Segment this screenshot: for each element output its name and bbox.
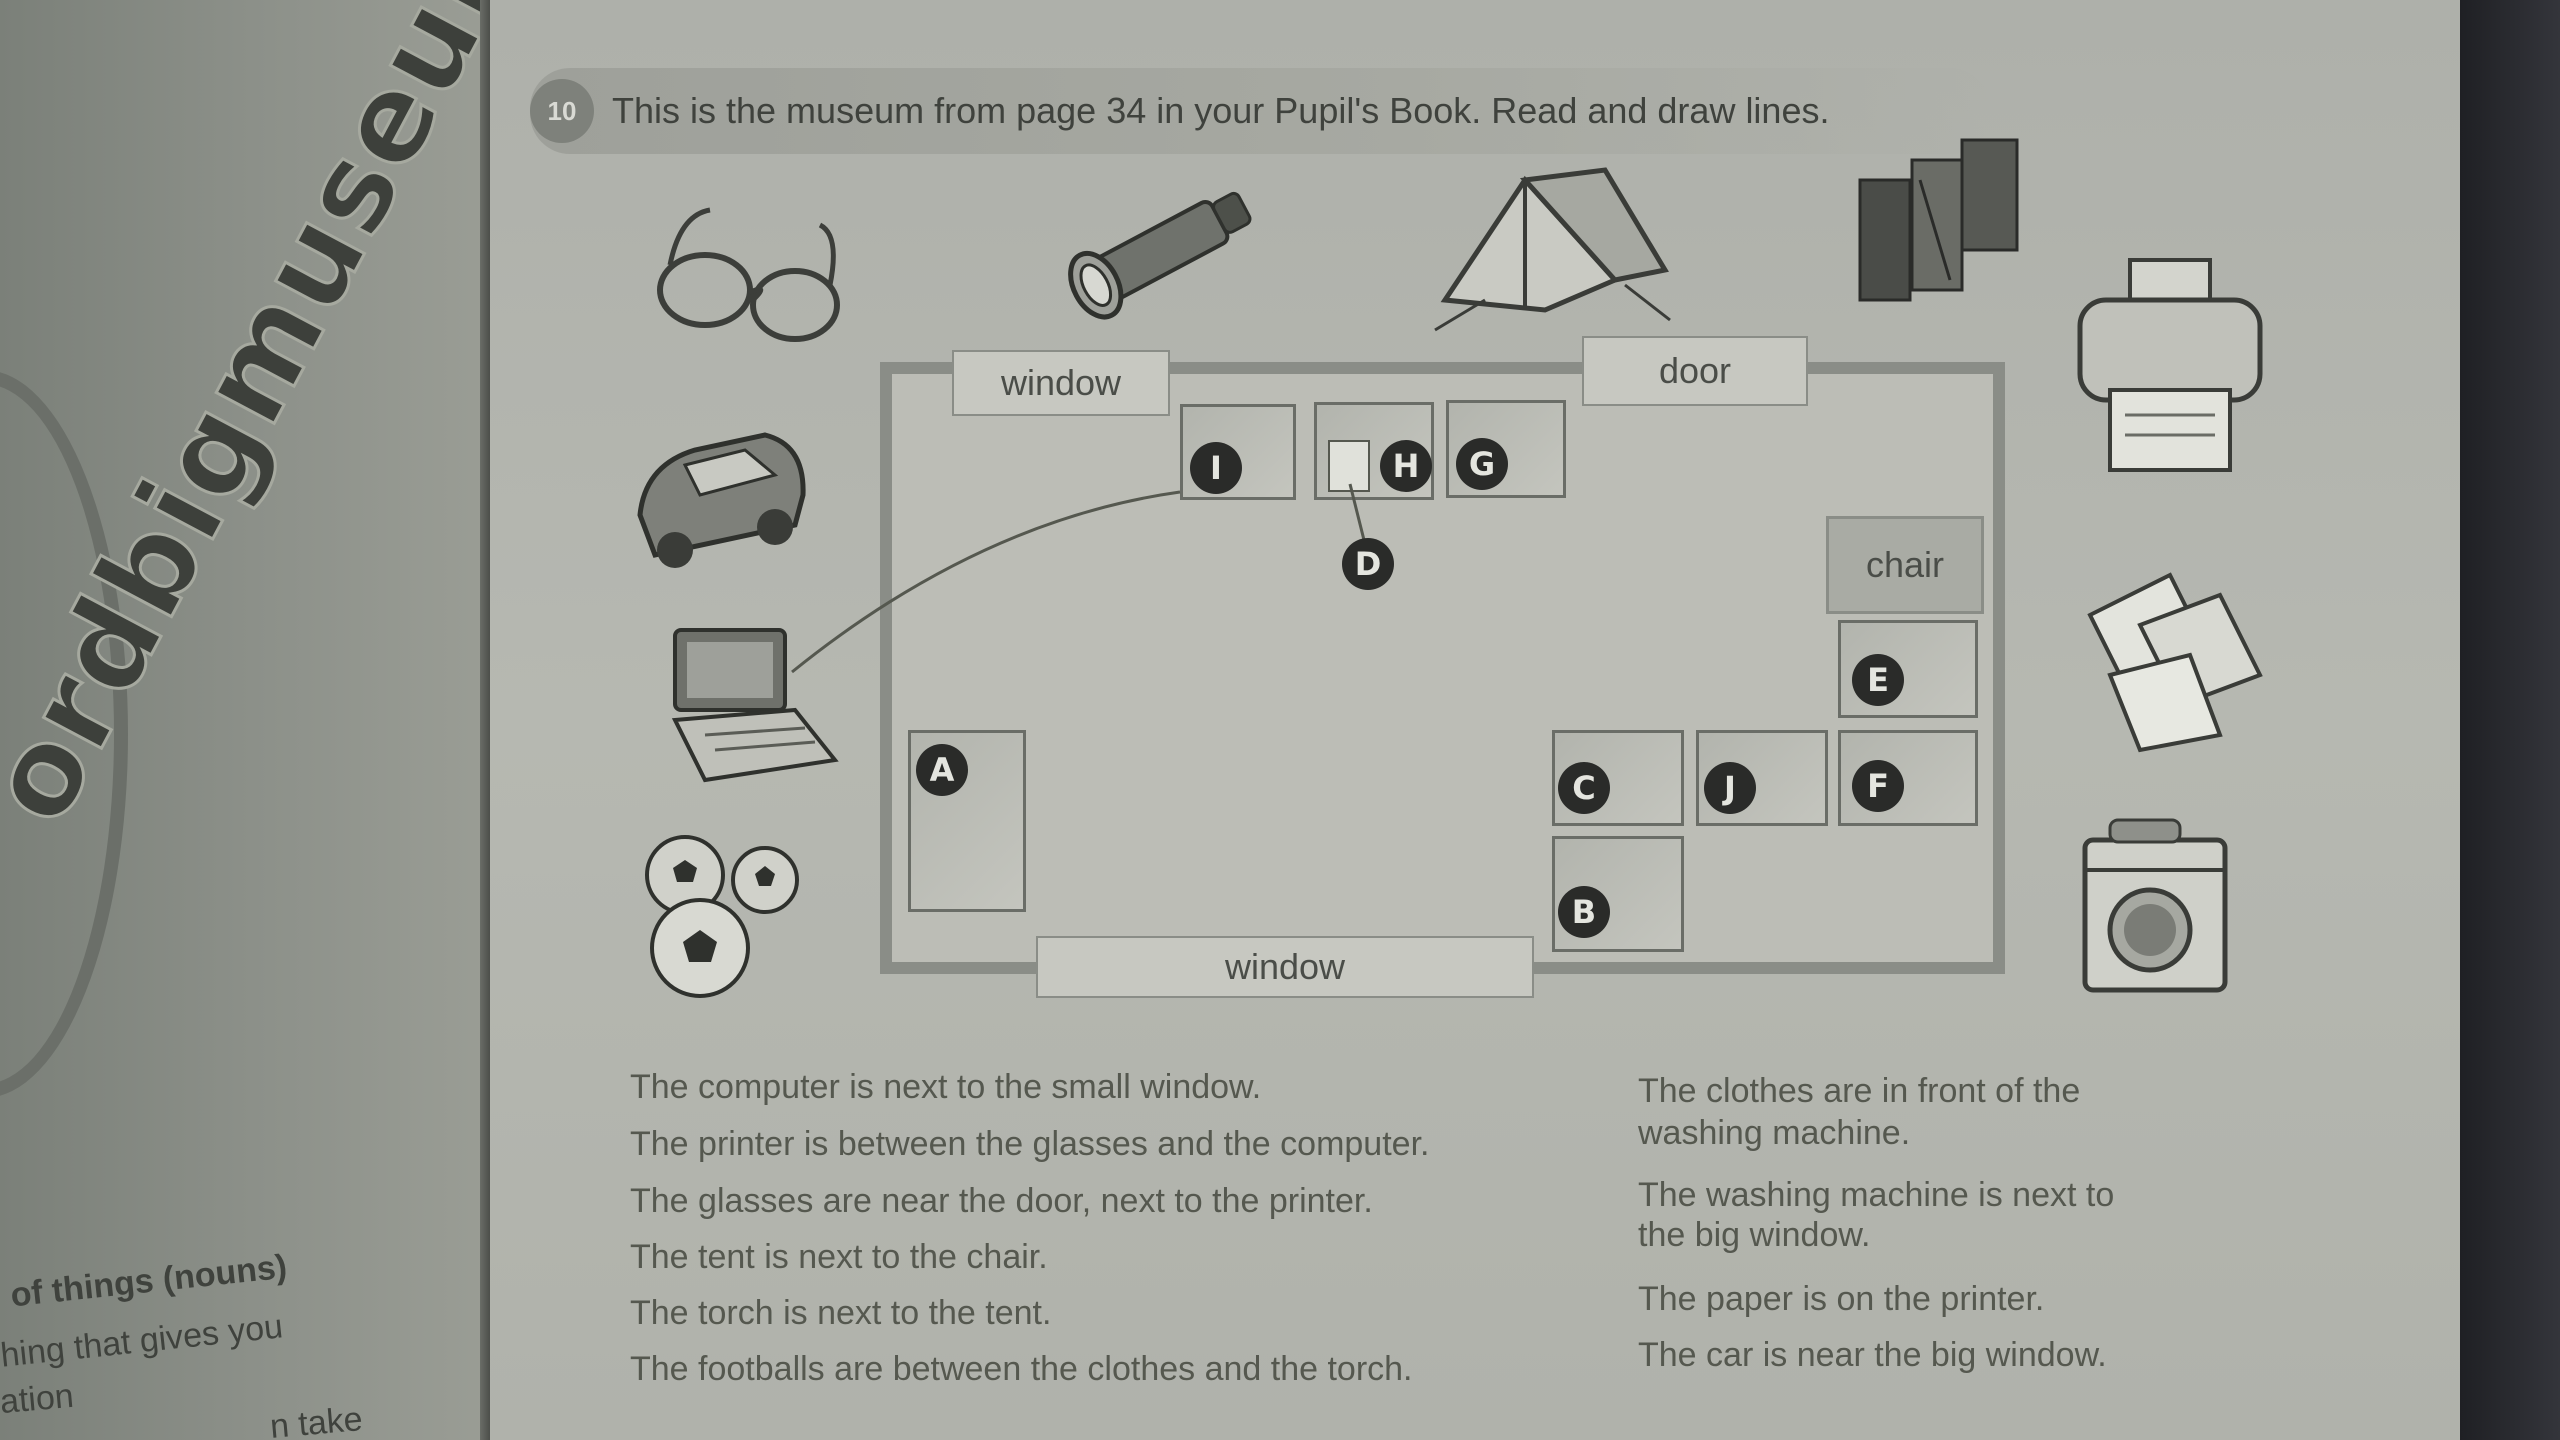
sentence-2: The printer is between the glasses and t…: [630, 1125, 1430, 1163]
letter-i: I: [1190, 442, 1242, 494]
sentence-3: The glasses are near the door, next to t…: [630, 1182, 1373, 1220]
sentence-4: The tent is next to the chair.: [630, 1238, 1048, 1276]
washing-machine-icon[interactable]: [2070, 815, 2240, 1000]
letter-e: E: [1852, 654, 1904, 706]
letter-j: J: [1704, 762, 1756, 814]
small-window-label: window: [952, 350, 1170, 416]
torch-icon[interactable]: [1055, 165, 1275, 325]
left-page: ordbigmuseum of things (nouns) hing that…: [0, 0, 490, 1440]
tent-icon[interactable]: [1425, 150, 1675, 340]
box-g[interactable]: [1446, 400, 1566, 498]
letter-h: H: [1380, 440, 1432, 492]
sentence-6: The footballs are between the clothes an…: [630, 1350, 1413, 1388]
sentence-8b: the big window.: [1638, 1216, 1871, 1254]
letter-b: B: [1558, 886, 1610, 938]
sentence-7b: washing machine.: [1638, 1114, 1911, 1152]
letter-c: C: [1558, 762, 1610, 814]
glasses-icon[interactable]: [650, 195, 850, 355]
sentence-10: The car is near the big window.: [1638, 1336, 2107, 1374]
instruction-bar: 10 This is the museum from page 34 in yo…: [530, 68, 1990, 154]
big-window-label: window: [1036, 936, 1534, 998]
letter-g: G: [1456, 438, 1508, 490]
footballs-icon[interactable]: [635, 830, 815, 1000]
door-label: door: [1582, 336, 1808, 406]
sentence-1: The computer is next to the small window…: [630, 1068, 1262, 1106]
small-square: [1328, 440, 1370, 492]
instruction-text: This is the museum from page 34 in your …: [612, 90, 1830, 131]
book-edge: [2460, 0, 2560, 1440]
museum-floor-plan: [880, 362, 2005, 974]
clothes-icon[interactable]: [1850, 120, 2030, 310]
sentence-9: The paper is on the printer.: [1638, 1280, 2045, 1318]
sentence-8a: The washing machine is next to: [1638, 1176, 2115, 1214]
chair-box: chair: [1826, 516, 1984, 614]
printer-icon[interactable]: [2070, 250, 2270, 490]
paper-icon[interactable]: [2070, 555, 2270, 755]
letter-a: A: [916, 744, 968, 796]
exercise-number: 10: [530, 79, 594, 143]
sentence-5: The torch is next to the tent.: [630, 1294, 1052, 1332]
computer-icon[interactable]: [665, 620, 840, 795]
letter-d: D: [1342, 538, 1394, 590]
sentence-7a: The clothes are in front of the: [1638, 1072, 2081, 1110]
book-spine: [480, 0, 490, 1440]
letter-f: F: [1852, 760, 1904, 812]
car-icon[interactable]: [625, 405, 815, 575]
